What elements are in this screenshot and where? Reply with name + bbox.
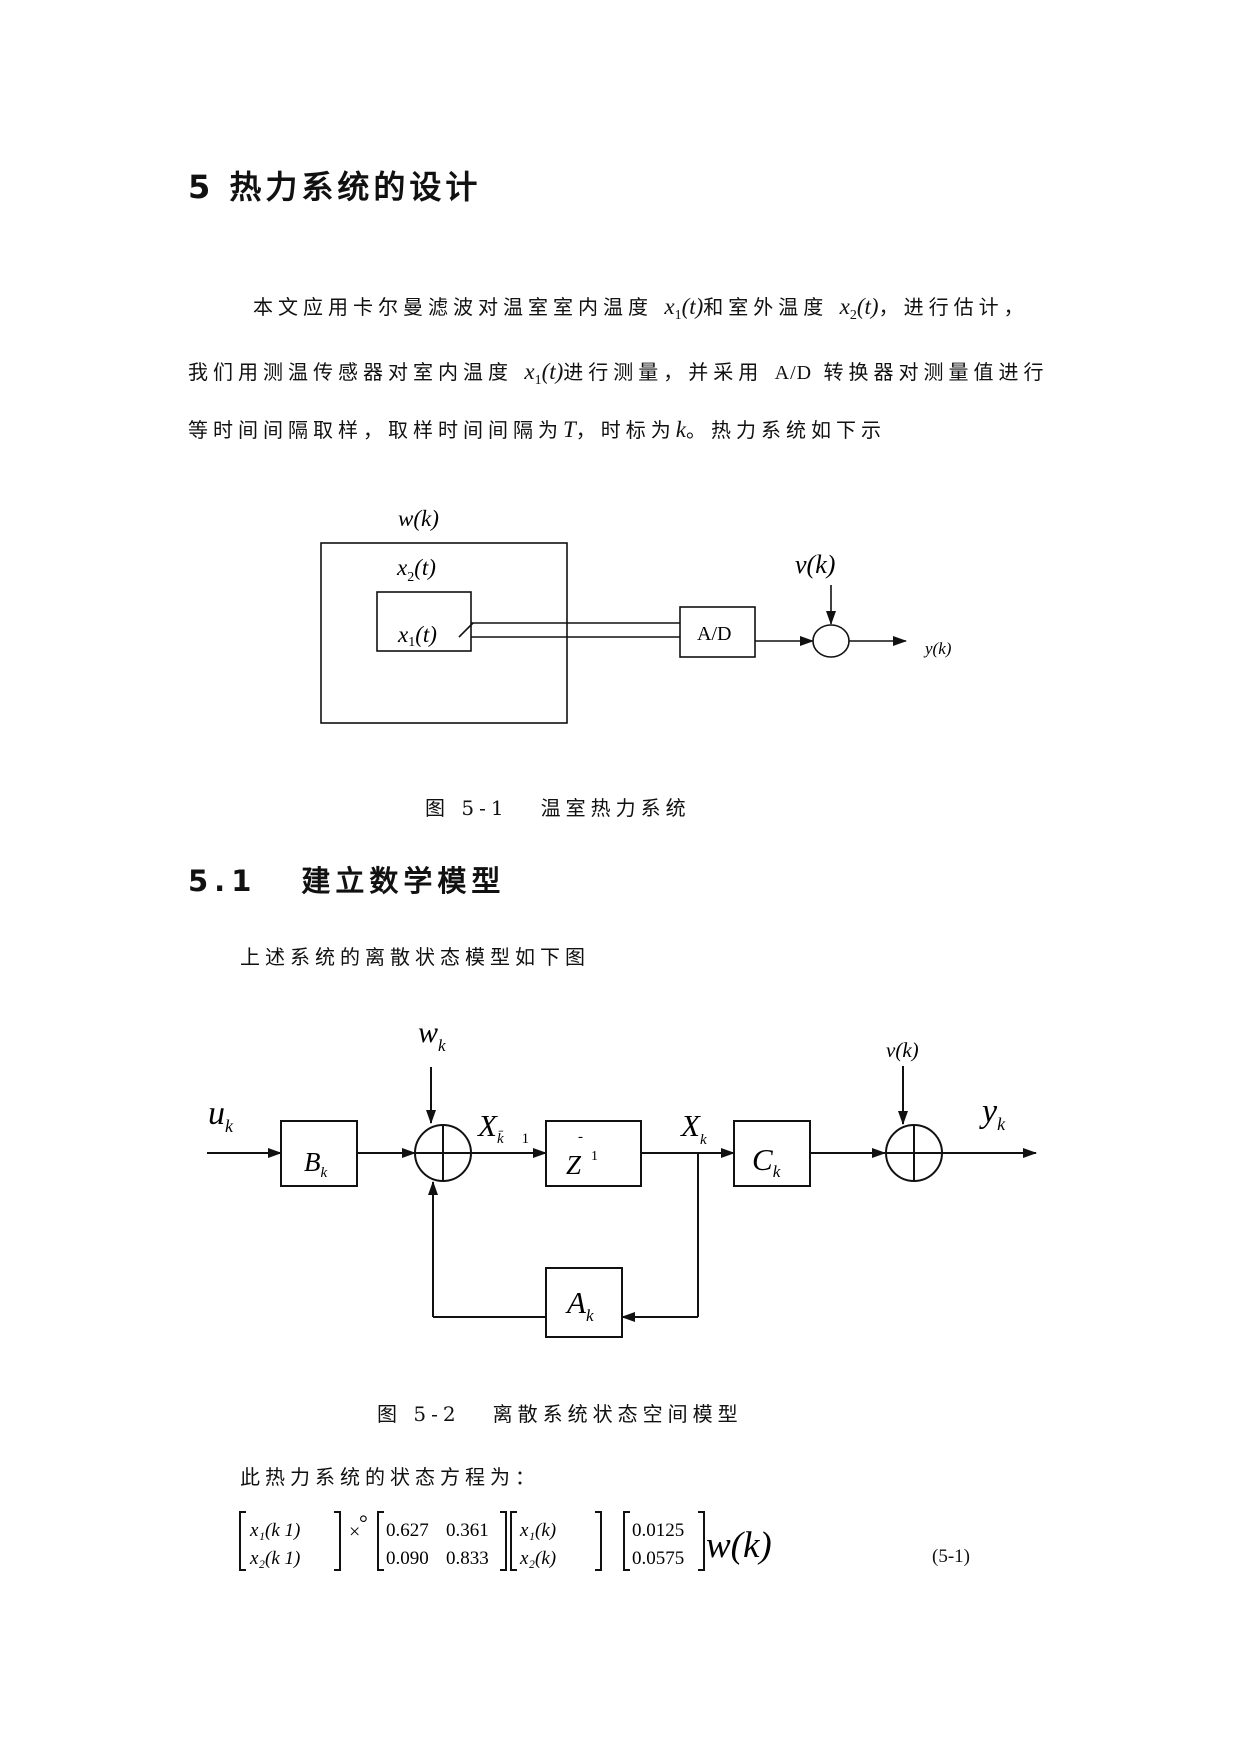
intro-line-3: 等时间间隔取样，取样时间间隔为T，时标为k。热力系统如下示 bbox=[188, 415, 886, 445]
inner-box bbox=[376, 591, 472, 652]
text: 进行测量，并采用 bbox=[563, 360, 764, 384]
label-y: yk bbox=[979, 1093, 1006, 1134]
label-v-k: v(k) bbox=[886, 1038, 919, 1062]
label-A: Ak bbox=[565, 1285, 594, 1325]
text: 本文应用卡尔曼滤波对温室室内温度 bbox=[253, 295, 653, 319]
caption-text: 温室热力系统 bbox=[540, 796, 691, 820]
var-x2t: x2(t) bbox=[839, 294, 879, 323]
label-ad: A/D bbox=[697, 623, 731, 645]
label-C: Ck bbox=[752, 1142, 781, 1181]
rhs-row-2: x₂(k) bbox=[519, 1548, 556, 1569]
var-x1t: x1(t) bbox=[664, 294, 704, 323]
operator: × bbox=[349, 1521, 360, 1543]
var-k: k bbox=[675, 417, 687, 442]
figure-5-2-caption: 图 5-2 离散系统状态空间模型 bbox=[377, 1398, 743, 1427]
block-A bbox=[545, 1267, 623, 1338]
matrix-m12: 0.361 bbox=[446, 1520, 489, 1541]
operator-2: ° bbox=[359, 1510, 368, 1535]
figure-5-1-caption: 图 5-1 温室热力系统 bbox=[425, 792, 691, 821]
text: ，进行估计， bbox=[878, 295, 1029, 319]
lhs-row-1: x₁(k 1) bbox=[249, 1520, 300, 1541]
label-w-k: w(k) bbox=[398, 506, 439, 531]
label-v-k: v(k) bbox=[795, 550, 835, 579]
label-y-k: y(k) bbox=[923, 639, 952, 658]
label-Z-bar: - bbox=[578, 1129, 583, 1145]
outer-box bbox=[320, 542, 568, 724]
label-X-in: Xk̄1 bbox=[476, 1108, 529, 1147]
caption-number: 图 5-2 bbox=[377, 1402, 461, 1426]
var-x1t: x1(t) bbox=[524, 359, 564, 388]
section-heading: 5.1 建立数学模型 bbox=[188, 858, 505, 900]
model-intro: 上述系统的离散状态模型如下图 bbox=[240, 945, 590, 969]
intro-line-2: 我们用测温传感器对室内温度 x1(t)进行测量，并采用 A/D 转换器对测量值进… bbox=[188, 357, 1048, 396]
gain-row-1: 0.0125 bbox=[632, 1520, 684, 1541]
label-u: uk bbox=[208, 1095, 234, 1136]
gain-row-2: 0.0575 bbox=[632, 1548, 684, 1569]
section-title: 建立数学模型 bbox=[301, 864, 506, 898]
label-x2-t: x2(t) bbox=[396, 555, 436, 585]
label-X-out: Xk bbox=[679, 1108, 707, 1148]
noise-w-k: w(k) bbox=[706, 1525, 772, 1566]
text: 和室外温度 bbox=[703, 295, 829, 319]
matrix-m22: 0.833 bbox=[446, 1548, 489, 1569]
lhs-row-2: x₂(k 1) bbox=[249, 1548, 300, 1569]
text: 。热力系统如下示 bbox=[686, 418, 887, 442]
label-w: wk bbox=[418, 1016, 446, 1055]
caption-text: 离散系统状态空间模型 bbox=[492, 1402, 743, 1426]
section-number: 5.1 bbox=[188, 864, 258, 898]
text: ，时标为 bbox=[575, 418, 676, 442]
equation-number: (5-1) bbox=[932, 1546, 970, 1567]
matrix-m11: 0.627 bbox=[386, 1520, 429, 1541]
text: 我们用测温传感器对室内温度 bbox=[188, 360, 513, 384]
text: 转换器对测量值进行 bbox=[823, 360, 1049, 384]
matrix-m21: 0.090 bbox=[386, 1548, 429, 1569]
intro-line-1: 本文应用卡尔曼滤波对温室室内温度 x1(t)和室外温度 x2(t)，进行估计， bbox=[253, 292, 1029, 331]
rhs-row-1: x₁(k) bbox=[519, 1520, 556, 1541]
text: A/D bbox=[774, 362, 813, 384]
label-B: Bk bbox=[304, 1147, 328, 1181]
chapter-title: 5 热力系统的设计 bbox=[188, 168, 482, 206]
caption-number: 图 5-1 bbox=[425, 796, 509, 820]
var-T: T bbox=[563, 417, 576, 442]
label-x1-t: x1(t) bbox=[397, 622, 437, 650]
state-eq-intro: 此热力系统的状态方程为： bbox=[240, 1465, 540, 1489]
text: 等时间间隔取样，取样时间间隔为 bbox=[188, 418, 563, 442]
ad-converter-box bbox=[679, 606, 756, 658]
